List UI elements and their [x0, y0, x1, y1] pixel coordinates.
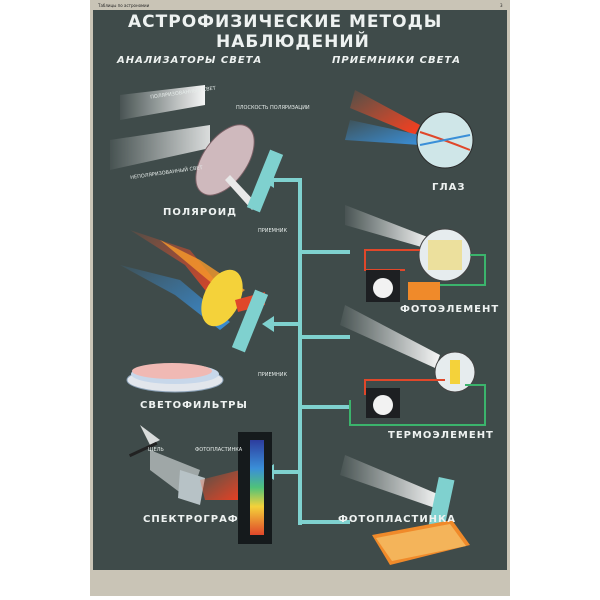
polaroid-illustration [110, 85, 284, 213]
heading-analyzers: АНАЛИЗАТОРЫ СВЕТА [117, 55, 263, 66]
spectrograph-label: СПЕКТРОГРАФ [143, 514, 239, 525]
photocell-label: ФОТОЭЛЕМЕНТ [400, 304, 500, 315]
connector-tree [262, 172, 350, 525]
series-label: Таблицы по астрономии [98, 3, 150, 8]
receiver-mid-label: ПРИЕМНИК [258, 372, 288, 378]
page-number: 3 [500, 3, 503, 8]
filters-label: СВЕТОФИЛЬТРЫ [140, 400, 248, 411]
thermocouple-label: ТЕРМОЭЛЕМЕНТ [388, 430, 494, 441]
title-line-2: НАБЛЮДЕНИЙ [216, 32, 370, 52]
receiver-top-label: ПРИЕМНИК [258, 228, 288, 234]
thermocouple-illustration [340, 305, 486, 426]
photoplate-illustration [340, 455, 470, 565]
spectrograph-illustration [128, 425, 272, 544]
polarization-plane-label: ПЛОСКОСТЬ ПОЛЯРИЗАЦИИ [236, 105, 310, 111]
photoplate-label: ФОТОПЛАСТИНКА [338, 514, 456, 525]
photocell-illustration [345, 205, 486, 302]
eye-label: ГЛАЗ [432, 182, 466, 193]
slit-label: ЩЕЛЬ [148, 447, 164, 453]
polaroid-label: ПОЛЯРОИД [163, 207, 237, 218]
title-line-1: АСТРОФИЗИЧЕСКИЕ МЕТОДЫ [128, 12, 443, 32]
photoplate-small-label: ФОТОПЛАСТИНКА [195, 447, 243, 453]
heading-receivers: ПРИЕМНИКИ СВЕТА [332, 55, 461, 66]
filter-illustration [120, 230, 269, 393]
eye-illustration [345, 90, 474, 169]
